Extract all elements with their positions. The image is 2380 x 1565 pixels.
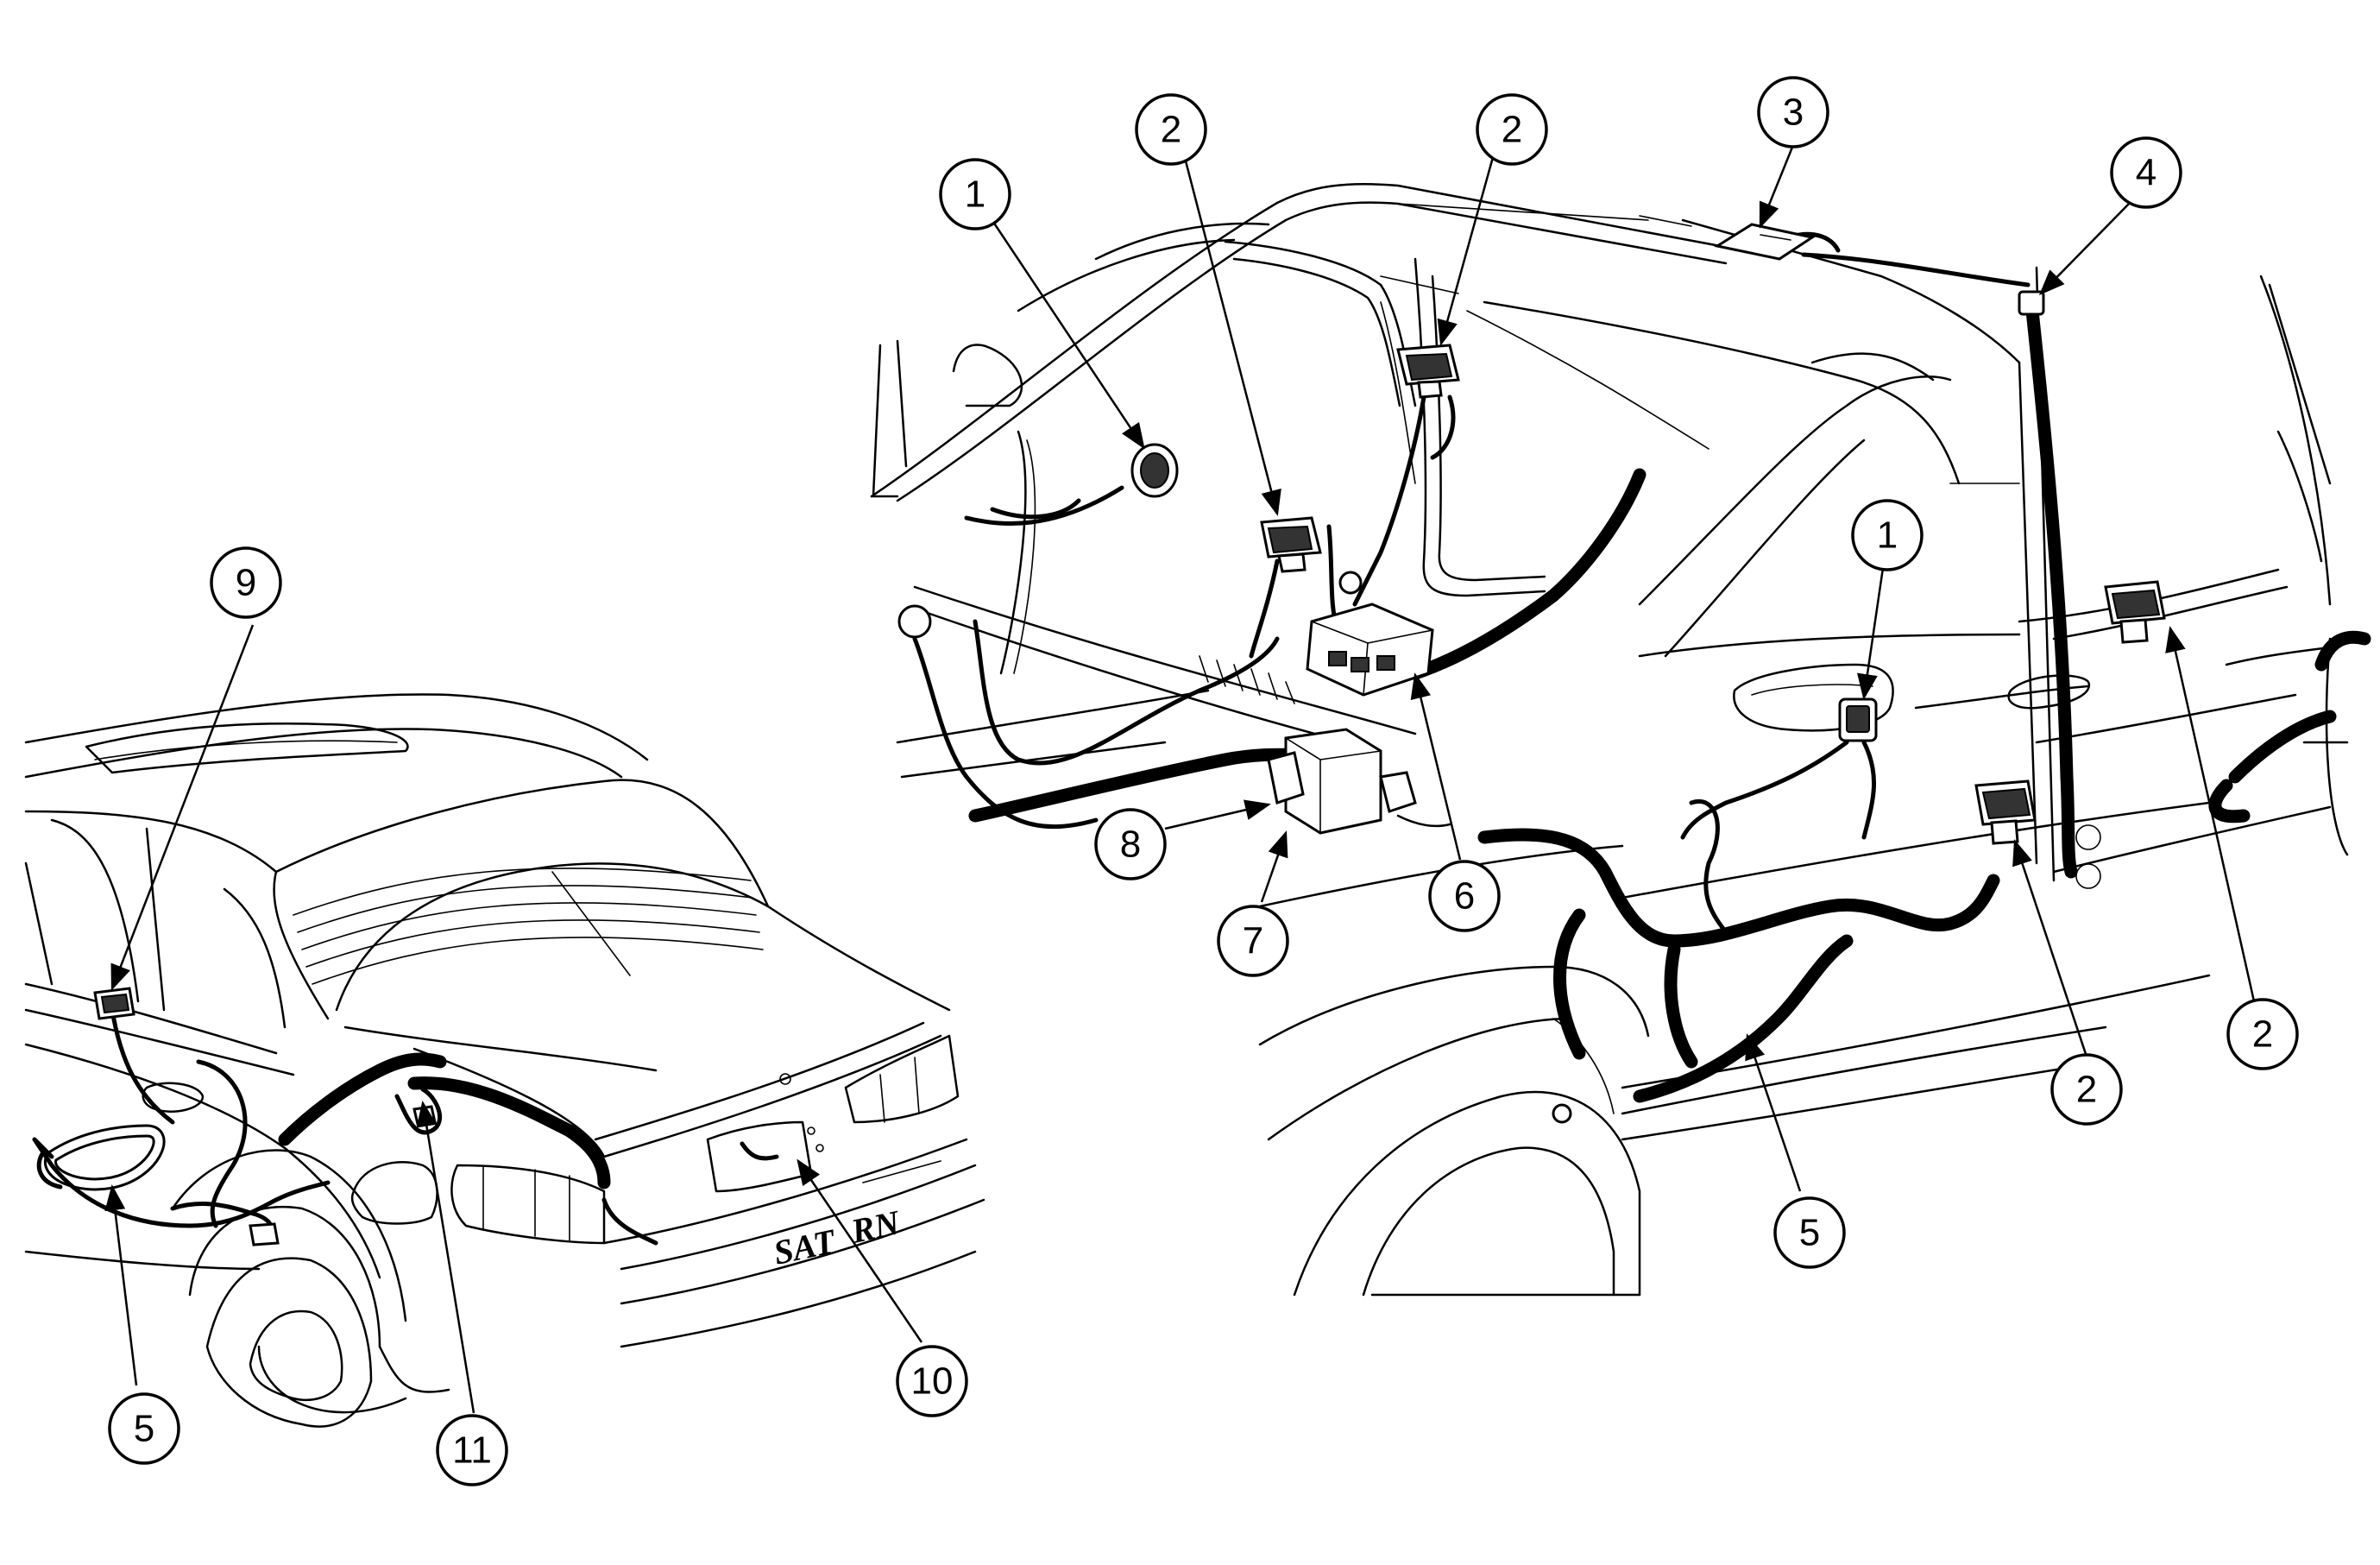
callout-5-rear-harness: 5 xyxy=(108,1392,180,1465)
callout-label: 1 xyxy=(965,174,985,216)
connector-2-rear-door xyxy=(2104,580,2166,644)
callout-label: 1 xyxy=(1877,514,1898,557)
connector-4 xyxy=(2018,290,2045,316)
rear-car-view: SAT RN xyxy=(24,693,985,1428)
antenna-module-3 xyxy=(1714,223,1816,261)
callout-10-license-connector: 10 xyxy=(896,1345,968,1417)
callout-2-ip-left: 2 xyxy=(1135,93,1207,166)
callout-5-floor-harness: 5 xyxy=(1773,1196,1846,1269)
callout-label: 7 xyxy=(1243,920,1263,962)
callout-label: 8 xyxy=(1120,824,1141,866)
callout-label: 2 xyxy=(2252,1013,2273,1056)
connector-9 xyxy=(93,987,135,1020)
callout-label: 4 xyxy=(2136,152,2156,194)
callout-3-antenna: 3 xyxy=(1757,76,1829,148)
badge-text-left: SAT xyxy=(771,1221,840,1272)
part-8 xyxy=(1267,751,1305,805)
callout-2-rear-door: 2 xyxy=(2226,998,2299,1070)
connector-2-ip-left xyxy=(1260,516,1322,573)
callout-2-front-door: 2 xyxy=(2050,1053,2123,1126)
callout-label: 2 xyxy=(1502,109,1522,151)
callout-label: 3 xyxy=(1783,92,1804,134)
callouts: 1 2 2 3 4 1 2 2 xyxy=(108,76,2299,1486)
connector-2-door xyxy=(1974,779,2037,845)
callout-8-part: 8 xyxy=(1094,808,1167,880)
callout-1-ip-connector: 1 xyxy=(939,158,1011,230)
callout-11-trunk-harness: 11 xyxy=(436,1414,508,1486)
callout-label: 11 xyxy=(452,1429,492,1472)
callout-label: 2 xyxy=(1161,109,1181,151)
bracket-7 xyxy=(1284,728,1451,835)
connector-1-ip xyxy=(1130,443,1179,498)
callout-7-bracket: 7 xyxy=(1217,905,1289,977)
callout-label: 2 xyxy=(2076,1069,2097,1111)
callout-label: 6 xyxy=(1454,875,1475,918)
callout-label: 9 xyxy=(236,562,256,604)
callout-6-module: 6 xyxy=(1428,860,1501,932)
leader-lines xyxy=(104,144,2256,1414)
connector-1-mirror xyxy=(1838,697,1878,742)
callout-4-pillar: 4 xyxy=(2110,136,2182,209)
connector-2-ip-right xyxy=(1396,344,1460,399)
callout-label: 5 xyxy=(134,1408,154,1450)
front-interior-view xyxy=(870,182,2371,1297)
callout-label: 5 xyxy=(1799,1212,1820,1254)
callout-9-pillar-connector: 9 xyxy=(210,546,282,619)
module-6 xyxy=(1306,603,1434,697)
callout-2-ip-right: 2 xyxy=(1476,93,1548,166)
callout-label: 10 xyxy=(911,1360,954,1403)
callout-1-mirror: 1 xyxy=(1851,499,1924,571)
